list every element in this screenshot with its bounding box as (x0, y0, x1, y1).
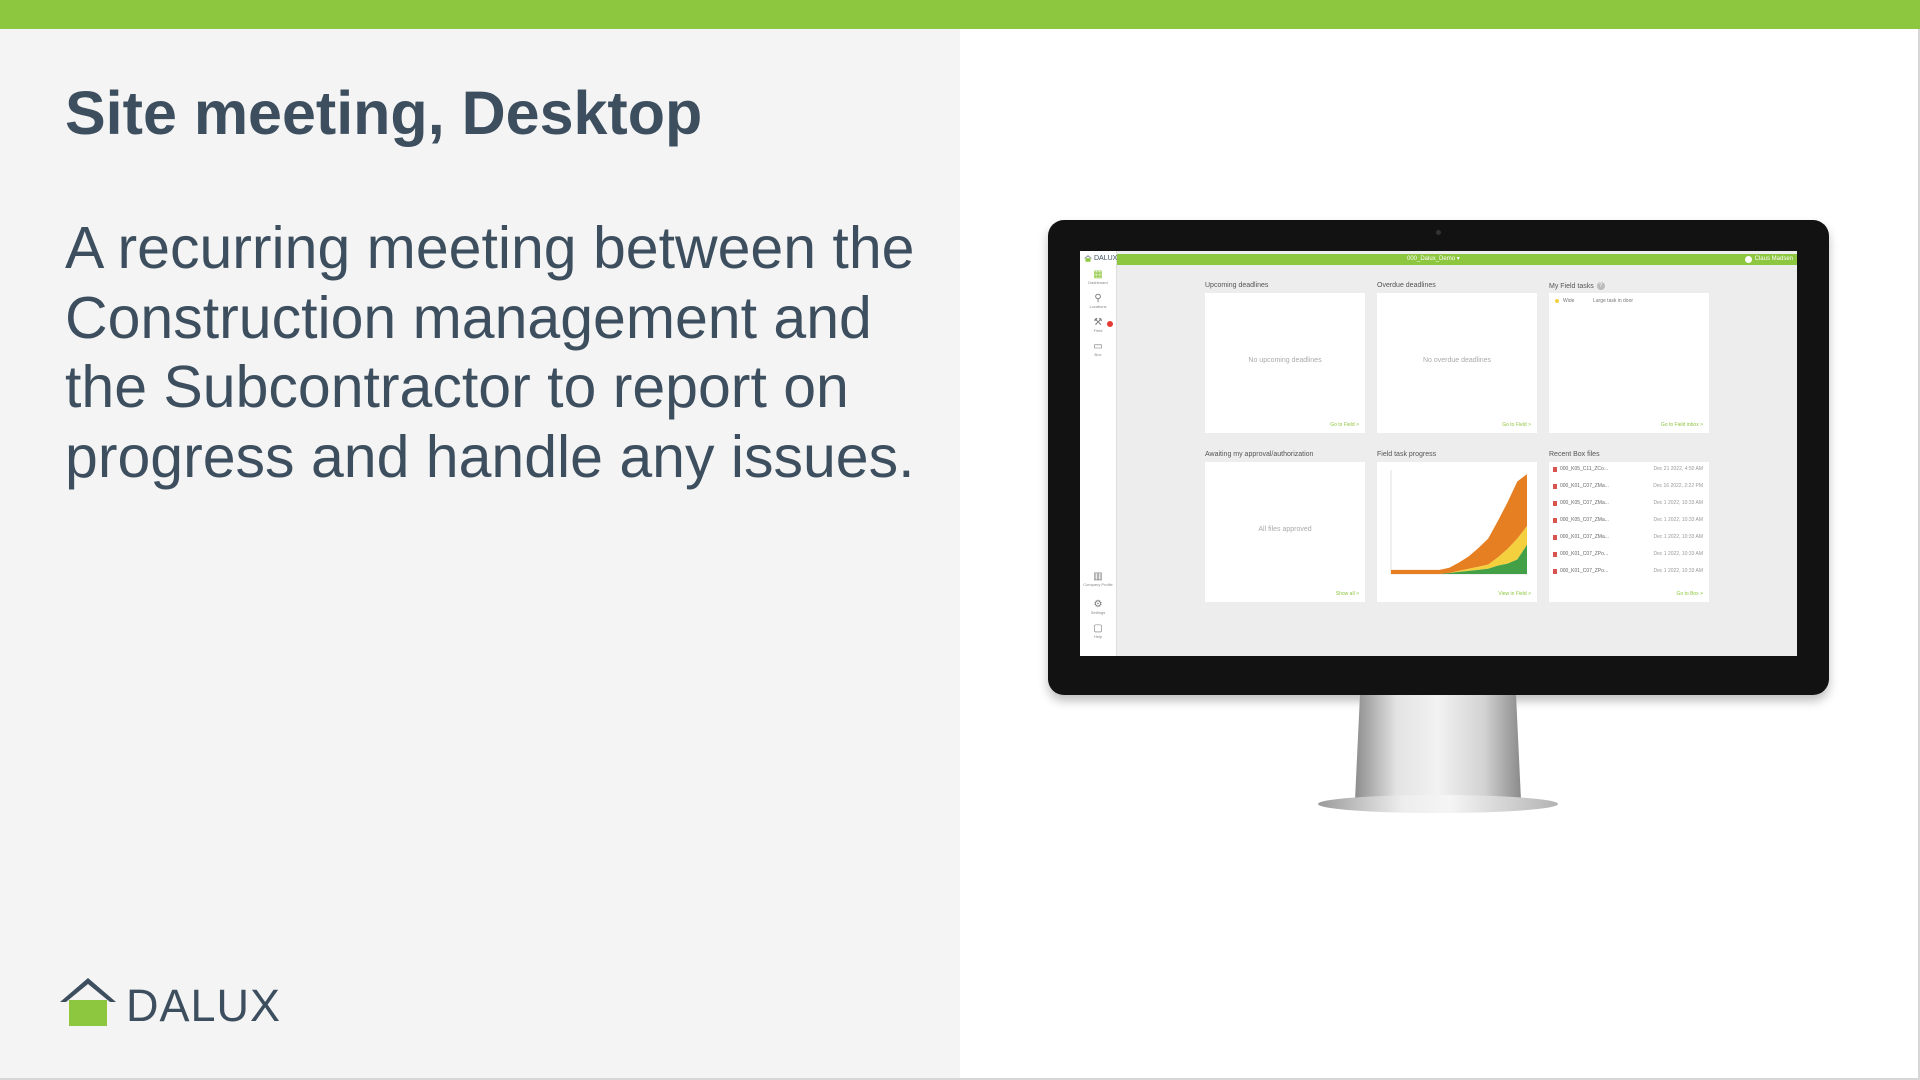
table-row[interactable]: 000_K01_C07_ZMa...Dec 1 2022, 10:33 AM (1553, 532, 1703, 542)
widget-title-upcoming: Upcoming deadlines (1205, 282, 1269, 289)
pdf-file-icon (1553, 517, 1557, 523)
go-to-field-link[interactable]: Go to Field > (1502, 422, 1531, 428)
view-in-field-link[interactable]: View in Field > (1498, 591, 1531, 597)
monitor-screen: DALUX ▦Dashboard ⚲Locations ⚒Field ▭Box … (1080, 251, 1797, 656)
pin-icon: ⚲ (1094, 293, 1102, 304)
widget-title-tasks: My Field tasks? (1549, 282, 1605, 290)
chart-series-area-1 (1391, 526, 1527, 574)
table-row[interactable]: 000_K05_C07_ZMa...Dec 1 2022, 10:33 AM (1553, 498, 1703, 508)
card-recent-box-files: 000_K05_C11_ZCo...Dec 21 2022, 4:50 AM 0… (1549, 462, 1709, 602)
top-accent-bar (0, 0, 1920, 29)
pdf-file-icon (1553, 534, 1557, 540)
monitor-stand-base (1318, 795, 1558, 813)
pdf-file-icon (1553, 500, 1557, 506)
table-row[interactable]: 000_K05_C11_ZCo...Dec 21 2022, 4:50 AM (1553, 464, 1703, 474)
card-my-field-tasks: Wide Large task in door Go to Field inbo… (1549, 293, 1709, 433)
app-sidebar: DALUX ▦Dashboard ⚲Locations ⚒Field ▭Box … (1080, 251, 1117, 656)
pdf-file-icon (1553, 466, 1557, 472)
pdf-file-icon (1553, 551, 1557, 557)
sidebar-item-box[interactable]: ▭Box (1080, 341, 1116, 357)
sidebar-item-company-profile[interactable]: ▥Company Profile (1080, 571, 1116, 587)
list-item[interactable]: Wide Large task in door (1555, 298, 1703, 304)
widget-title-progress: Field task progress (1377, 451, 1437, 458)
app-logo: DALUX (1084, 255, 1117, 262)
text-panel: Site meeting, Desktop A recurring meetin… (0, 29, 960, 1080)
status-dot (1555, 299, 1559, 303)
slide-body: A recurring meeting between the Construc… (65, 215, 915, 490)
table-row[interactable]: 000_K05_C07_ZMa...Dec 1 2022, 10:33 AM (1553, 515, 1703, 525)
table-row[interactable]: 000_K01_C07_ZPo...Dec 1 2022, 10:33 AM (1553, 566, 1703, 576)
sidebar-item-locations[interactable]: ⚲Locations (1080, 293, 1116, 309)
monitor-stand-neck (1355, 695, 1521, 800)
slide-edge-bottom (0, 1078, 1920, 1080)
logo-text: DALUX (126, 980, 282, 1031)
notification-badge (1107, 321, 1113, 327)
camera-dot (1436, 230, 1441, 235)
chart-series-area-0 (1391, 544, 1527, 574)
pdf-file-icon (1553, 568, 1557, 574)
sidebar-item-field[interactable]: ⚒Field (1080, 317, 1116, 333)
widget-title-approval: Awaiting my approval/authorization (1205, 451, 1314, 458)
app-header: 000_Dalux_Demo ▾ Claus Madsen (1117, 254, 1797, 265)
gear-icon: ⚙ (1093, 599, 1103, 610)
widget-title-overdue: Overdue deadlines (1377, 282, 1436, 289)
info-icon[interactable]: ? (1596, 282, 1605, 290)
user-menu[interactable]: Claus Madsen (1744, 254, 1793, 265)
card-awaiting-approval: All files approved Show all > (1205, 462, 1365, 602)
project-selector[interactable]: 000_Dalux_Demo ▾ (1407, 256, 1460, 262)
go-to-field-link[interactable]: Go to Field > (1330, 422, 1359, 428)
chart-series-area-2 (1391, 474, 1527, 574)
hammer-icon: ⚒ (1093, 317, 1103, 328)
pdf-file-icon (1553, 483, 1557, 489)
card-overdue-deadlines: No overdue deadlines Go to Field > (1377, 293, 1537, 433)
box-icon: ▭ (1093, 341, 1103, 352)
slide-edge-right (1918, 29, 1920, 1080)
card-upcoming-deadlines: No upcoming deadlines Go to Field > (1205, 293, 1365, 433)
grid-icon: ▦ (1093, 269, 1103, 280)
show-all-link[interactable]: Show all > (1335, 591, 1359, 597)
go-to-box-link[interactable]: Go to Box > (1676, 591, 1703, 597)
table-row[interactable]: 000_K01_C07_ZMa...Dec 16 2022, 2:22 PM (1553, 481, 1703, 491)
go-to-field-inbox-link[interactable]: Go to Field inbox > (1660, 422, 1703, 428)
sidebar-item-settings[interactable]: ⚙Settings (1080, 599, 1116, 615)
table-row[interactable]: 000_K01_C07_ZPo...Dec 1 2022, 10:33 AM (1553, 549, 1703, 559)
slide-title: Site meeting, Desktop (65, 79, 703, 147)
field-task-progress-chart (1390, 470, 1527, 575)
avatar (1744, 256, 1752, 263)
house-icon (60, 978, 116, 1026)
widget-title-box: Recent Box files (1549, 451, 1600, 458)
sidebar-item-help[interactable]: ▢Help (1080, 623, 1116, 639)
sidebar-item-dashboard[interactable]: ▦Dashboard (1080, 269, 1116, 285)
monitor: DALUX ▦Dashboard ⚲Locations ⚒Field ▭Box … (1048, 220, 1829, 695)
building-icon: ▥ (1093, 571, 1103, 582)
dalux-logo: DALUX (58, 976, 281, 1031)
card-field-task-progress: View in Field > (1377, 462, 1537, 602)
help-icon: ▢ (1093, 623, 1103, 634)
house-icon (1084, 255, 1092, 262)
